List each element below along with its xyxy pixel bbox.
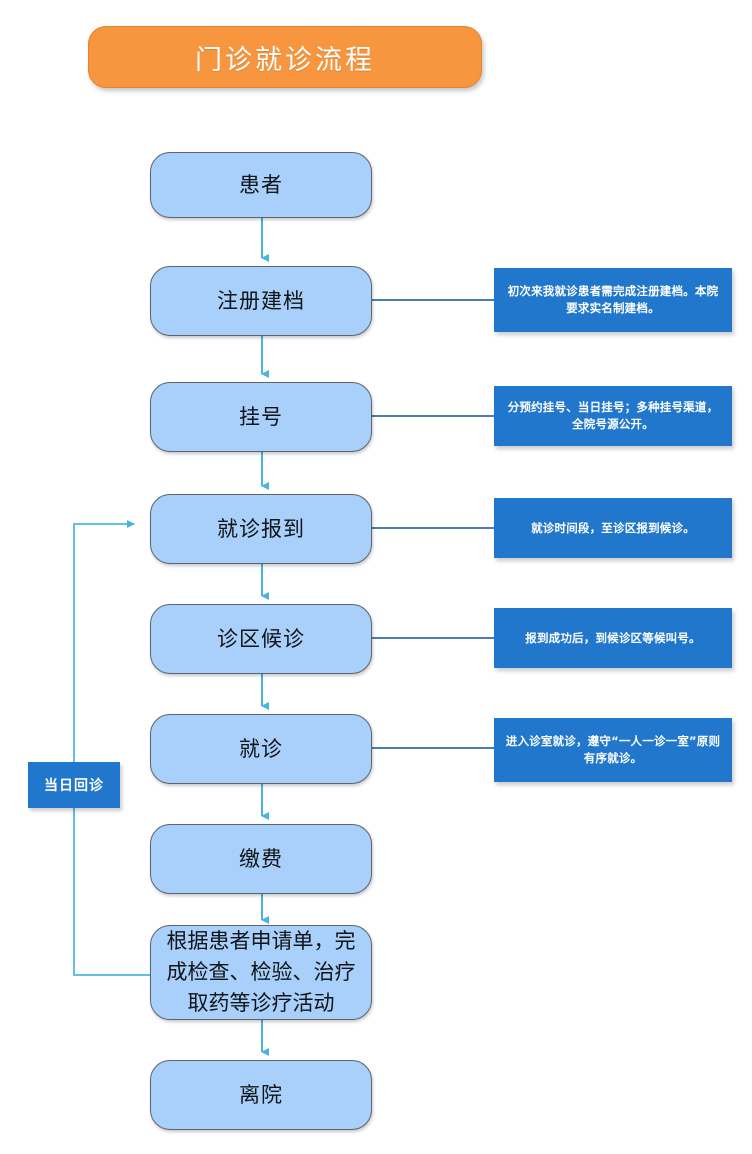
note-text: 就诊时间段，至诊区报到候诊。 — [531, 520, 695, 535]
flow-node-checkin[interactable]: 就诊报到 — [150, 494, 372, 564]
note-appointment: 分预约挂号、当日挂号；多种挂号渠道，全院号源公开。 — [494, 386, 732, 446]
flow-node-patient[interactable]: 患者 — [150, 152, 372, 218]
flow-node-waiting[interactable]: 诊区候诊 — [150, 604, 372, 674]
flow-node-label: 诊区候诊 — [217, 626, 305, 651]
flow-node-consultation[interactable]: 就诊 — [150, 714, 372, 784]
flow-node-label: 就诊报到 — [217, 516, 305, 541]
flow-node-services[interactable]: 根据患者申请单，完成检查、检验、治疗取药等诊疗活动 — [150, 925, 372, 1020]
flow-node-leave[interactable]: 离院 — [150, 1060, 372, 1130]
note-checkin: 就诊时间段，至诊区报到候诊。 — [494, 498, 732, 558]
flow-node-label: 患者 — [239, 172, 283, 197]
note-register: 初次来我就诊患者需完成注册建档。本院要求实名制建档。 — [494, 268, 732, 332]
loop-label-same-day-return: 当日回诊 — [28, 762, 120, 808]
note-text: 分预约挂号、当日挂号；多种挂号渠道，全院号源公开。 — [507, 400, 719, 431]
flow-node-label: 缴费 — [239, 846, 283, 871]
flow-node-register[interactable]: 注册建档 — [150, 266, 372, 336]
chart-title-text: 门诊就诊流程 — [195, 44, 375, 76]
flow-node-label: 根据患者申请单，完成检查、检验、治疗取药等诊疗活动 — [166, 929, 356, 1015]
flow-node-label: 挂号 — [239, 404, 283, 429]
note-consultation: 进入诊室就诊，遵守“一人一诊一室”原则有序就诊。 — [494, 718, 732, 782]
loop-label-text: 当日回诊 — [44, 778, 104, 794]
note-waiting: 报到成功后，到候诊区等候叫号。 — [494, 608, 732, 668]
chart-title: 门诊就诊流程 — [88, 26, 482, 88]
edge-return-loop — [73, 520, 150, 976]
flow-node-label: 注册建档 — [217, 288, 305, 313]
flow-node-appointment[interactable]: 挂号 — [150, 382, 372, 452]
note-text: 报到成功后，到候诊区等候叫号。 — [525, 630, 701, 645]
note-text: 进入诊室就诊，遵守“一人一诊一室”原则有序就诊。 — [505, 734, 721, 765]
flow-node-label: 就诊 — [239, 736, 283, 761]
note-text: 初次来我就诊患者需完成注册建档。本院要求实名制建档。 — [507, 284, 719, 315]
flow-node-label: 离院 — [239, 1082, 283, 1107]
flow-node-payment[interactable]: 缴费 — [150, 824, 372, 894]
